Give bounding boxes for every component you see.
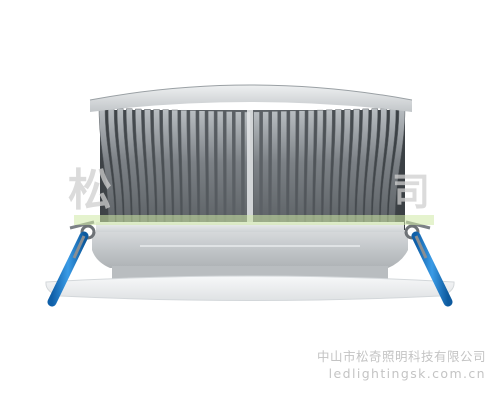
heatsink-fin: [297, 110, 306, 226]
trim-flange: [45, 275, 455, 301]
heatsink-fin: [207, 110, 216, 226]
watermark-website-text: ledlightingsk.com.cn: [328, 366, 486, 381]
watermark-company-text: 中山市松奇照明科技有限公司: [316, 349, 486, 364]
heatsink-fin: [235, 111, 242, 226]
heatsink-fin: [271, 111, 278, 226]
heatsink-fins: [98, 107, 406, 226]
heatsink-fin: [253, 111, 260, 226]
downlight-housing: [92, 232, 408, 268]
heatsink-fin: [288, 110, 297, 226]
heatsink-fin: [262, 111, 269, 226]
left-spring-clip: [47, 220, 96, 307]
heatsink-fin: [216, 110, 224, 226]
heatsink-fin: [226, 111, 233, 226]
heatsink-top-cap: [90, 85, 412, 112]
heatsink-center-seam: [247, 110, 253, 230]
heatsink-fin: [280, 110, 288, 226]
heatsink-fin: [198, 110, 207, 226]
